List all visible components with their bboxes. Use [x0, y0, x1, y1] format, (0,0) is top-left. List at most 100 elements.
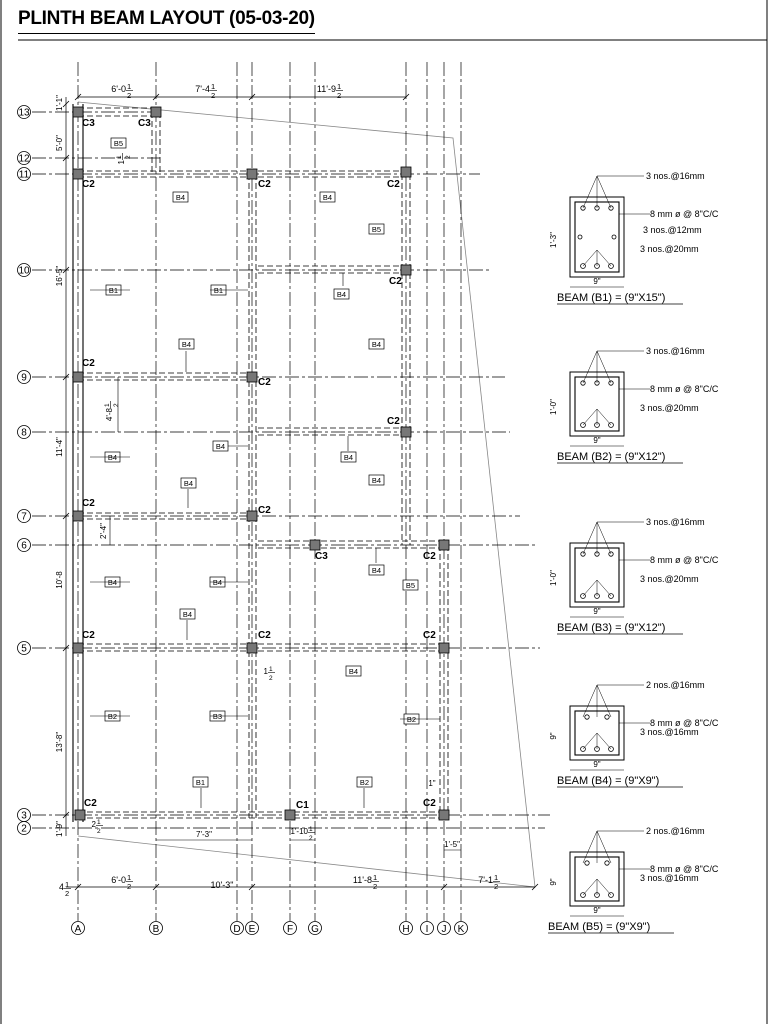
column-marker	[284, 809, 296, 821]
column-tag: C2	[258, 377, 271, 388]
rebar-top	[604, 714, 610, 720]
section-stirrups: 8 mm ø @ 8"C/C	[650, 718, 719, 728]
dim-denominator: 2	[211, 91, 215, 100]
dim-whole: 4'-8	[105, 407, 114, 421]
beam-tag: B4	[183, 610, 192, 619]
grid-row-label: 9	[21, 373, 27, 384]
dim-tick	[248, 93, 256, 101]
dim-denominator: 2	[494, 882, 498, 891]
column-tag: C2	[84, 798, 97, 809]
rebar-bottom	[608, 593, 614, 599]
grid-row-label: 2	[21, 824, 27, 835]
grid-bubble	[245, 921, 259, 935]
column-marker	[438, 642, 450, 654]
grid-row-label: 6	[21, 541, 27, 552]
leader	[582, 350, 612, 384]
column-marker	[72, 106, 84, 118]
left-dim-label: 1'-9"	[55, 821, 64, 837]
column-tag: C2	[82, 358, 95, 369]
dim-denominator: 2	[127, 882, 131, 891]
grid-bubble	[454, 921, 468, 935]
drawing-title: PLINTH BEAM LAYOUT (05-03-20)	[18, 8, 315, 29]
grid-row-bubble	[17, 151, 31, 165]
leader	[582, 684, 612, 718]
leader	[582, 830, 612, 864]
section-bottom-bars: 3 nos.@16mm	[640, 873, 699, 883]
dim-denominator: 2	[65, 889, 69, 898]
beam-tag-box	[178, 338, 195, 350]
column-tag: C2	[82, 630, 95, 641]
rebar-bottom	[608, 746, 614, 752]
grid-row-bubble	[17, 509, 31, 523]
beam-tag-box	[192, 776, 209, 788]
dim-denominator: 2	[97, 828, 101, 835]
grid-row-bubble	[17, 538, 31, 552]
dim-whole: 1	[117, 159, 126, 164]
beam-tag: B4	[337, 290, 346, 299]
column-marker	[150, 106, 162, 118]
section-title: BEAM (B4) = (9"X9")	[557, 775, 659, 787]
dim-tick	[62, 644, 70, 652]
rebar-mid	[611, 234, 617, 240]
grid-row-label: 3	[21, 811, 27, 822]
dim-tick	[152, 883, 160, 891]
grid-label: K	[458, 924, 465, 935]
beam-tag: B2	[108, 712, 117, 721]
grid-label: F	[287, 924, 293, 935]
beam-tag: B3	[213, 712, 222, 721]
leader	[582, 878, 612, 896]
grid-bubble	[420, 921, 434, 935]
column-tag: C2	[258, 505, 271, 516]
section-depth: 1'-3"	[549, 232, 558, 248]
dim-tick	[62, 373, 70, 381]
rebar-top	[580, 551, 586, 557]
section-bottom-bars: 3 nos.@20mm	[640, 403, 699, 413]
dim-tick	[440, 883, 448, 891]
column-marker	[72, 168, 84, 180]
dim-tick	[248, 883, 256, 891]
column-marker	[74, 809, 86, 821]
section-width: 9"	[593, 436, 600, 445]
beam-tag: B4	[176, 193, 185, 202]
rebar-top	[584, 714, 590, 720]
beam-tag: B5	[114, 139, 123, 148]
section-top-bars: 3 nos.@16mm	[646, 171, 705, 181]
dim-numerator: 1	[104, 403, 111, 407]
beam-tag-box	[110, 137, 127, 149]
section-title: BEAM (B3) = (9"X12")	[557, 622, 665, 634]
left-dim-label: 16'-5"	[55, 266, 64, 287]
column-tag: C3	[82, 118, 95, 129]
grid-label: H	[402, 924, 409, 935]
grid-bubble	[437, 921, 451, 935]
rebar-top	[580, 380, 586, 386]
leader	[582, 249, 612, 267]
leader	[582, 521, 612, 555]
grid-label: E	[249, 924, 256, 935]
column-tag: C2	[423, 630, 436, 641]
dim-numerator: 1	[269, 666, 273, 673]
section-stirrups: 8 mm ø @ 8"C/C	[650, 384, 719, 394]
beam-tag-box	[368, 223, 385, 235]
beam-tag: B5	[372, 225, 381, 234]
column-tag: C2	[82, 498, 95, 509]
section-stirrups: 8 mm ø @ 8"C/C	[650, 209, 719, 219]
inner-dim: 1"	[428, 779, 435, 788]
reference-polyline	[77, 101, 536, 888]
section-width: 9"	[593, 760, 600, 769]
dim-tick	[531, 883, 539, 891]
column-tag: C2	[423, 551, 436, 562]
column-marker	[246, 510, 258, 522]
grid-row-bubble	[17, 167, 31, 181]
rebar-bottom	[580, 892, 586, 898]
rebar-top	[584, 860, 590, 866]
dim-numerator: 1	[309, 826, 313, 833]
inner-dim: 1'-5"	[444, 840, 460, 849]
beam-tag-box	[319, 191, 336, 203]
